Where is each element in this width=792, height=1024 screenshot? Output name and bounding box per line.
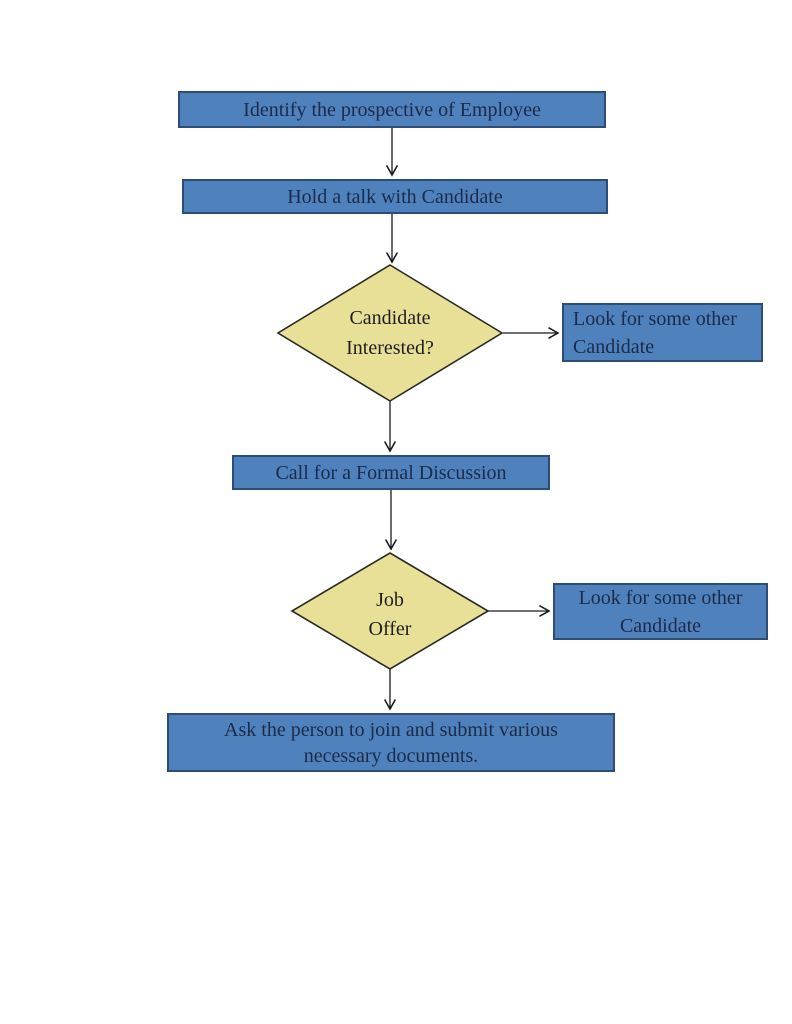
decision-label-line: Job: [376, 589, 404, 611]
decision-label-line: Candidate: [349, 307, 431, 329]
process-label: Ask the person to join and submit variou…: [224, 717, 558, 769]
decision-label-line: Offer: [368, 618, 412, 640]
decision-candidate-interested-label: Candidate Interested?: [278, 303, 502, 363]
decision-job-offer-label: Job Offer: [292, 586, 488, 644]
process-label-line: Candidate: [573, 335, 655, 358]
process-look-for-other-candidate-1: Look for some other Candidate: [562, 303, 763, 362]
decision-label-line: Interested?: [346, 337, 434, 359]
process-label: Call for a Formal Discussion: [275, 461, 507, 484]
process-ask-person-join-submit-documents: Ask the person to join and submit variou…: [167, 713, 615, 772]
process-label: Identify the prospective of Employee: [243, 98, 541, 121]
process-identify-prospective-employee: Identify the prospective of Employee: [178, 91, 606, 128]
process-label: Look for some other Candidate: [579, 584, 743, 640]
process-label-line: Look for some other: [578, 586, 743, 609]
process-label-line: Candidate: [619, 614, 702, 637]
process-label-line: necessary documents.: [303, 744, 479, 767]
process-call-formal-discussion: Call for a Formal Discussion: [232, 455, 550, 490]
process-look-for-other-candidate-2: Look for some other Candidate: [553, 583, 768, 640]
process-hold-talk-with-candidate: Hold a talk with Candidate: [182, 179, 608, 214]
process-label: Hold a talk with Candidate: [287, 185, 503, 208]
process-label-line: Look for some other: [573, 307, 737, 330]
process-label: Look for some other Candidate: [573, 305, 737, 361]
process-label-line: Ask the person to join and submit variou…: [224, 718, 558, 741]
